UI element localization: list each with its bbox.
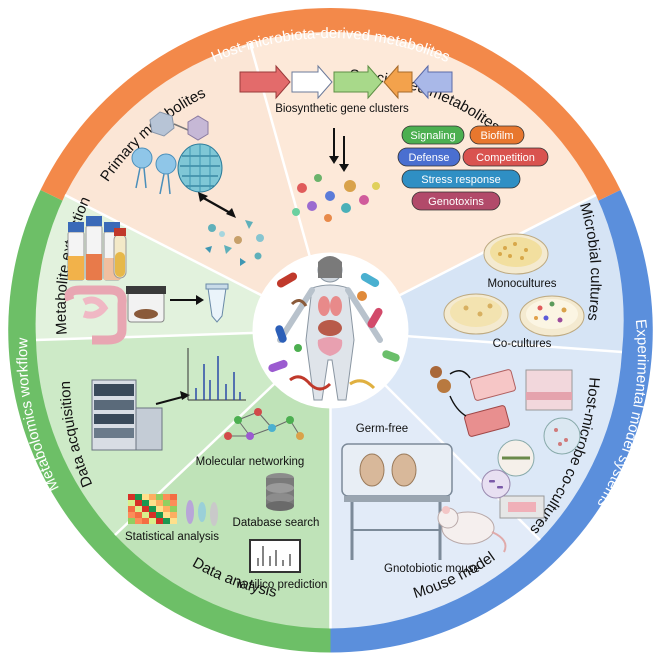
- label-bgc: Biosynthetic gene clusters: [275, 103, 409, 115]
- metabolite-shapes-icon: [205, 220, 264, 266]
- down-arrows-icon: [333, 128, 345, 166]
- arrow-icon: [155, 395, 187, 405]
- heatmap-cell: [170, 506, 177, 512]
- network-icon: [224, 408, 304, 440]
- heatmap-cell: [142, 518, 149, 524]
- heatmap-cell: [128, 500, 135, 506]
- database-icon: [266, 473, 294, 511]
- bacteria-icons: [268, 272, 400, 391]
- double-arrow-icon: [199, 194, 233, 216]
- function-pill: Defense: [397, 147, 461, 167]
- label-in-silico: in silico prediction: [237, 579, 328, 591]
- protein-barrel-icon: [177, 143, 223, 193]
- heatmap-cell: [170, 518, 177, 524]
- heatmap-cell: [156, 500, 163, 506]
- function-pill: Genotoxins: [411, 191, 501, 211]
- heatmap-cell: [170, 500, 177, 506]
- organoid-flasks-icon: [430, 366, 581, 519]
- heatmap-cell: [128, 512, 135, 518]
- spectrum-icon: [187, 348, 246, 401]
- microfluidic-chip-icon: [499, 495, 545, 519]
- function-pill: Competition: [462, 147, 549, 167]
- heatmap-cell: [170, 512, 177, 518]
- stool-jar-icon: [126, 286, 166, 323]
- heatmap-cell: [149, 500, 156, 506]
- bacteria-dish-icon: [481, 469, 511, 499]
- label-molecular-networking: Molecular networking: [196, 456, 305, 468]
- heatmap-cell: [135, 518, 142, 524]
- mouse-icon: [437, 506, 507, 553]
- function-pill-bg: [397, 147, 461, 167]
- label-monocultures: Monocultures: [487, 278, 556, 290]
- heatmap-cell: [142, 494, 149, 500]
- function-pill-label: Competition: [476, 152, 535, 164]
- heatmap-cell: [156, 506, 163, 512]
- label-statistical-analysis: Statistical analysis: [125, 531, 219, 543]
- label-germfree: Germ-free: [356, 423, 408, 435]
- function-pill-bg: [401, 125, 465, 145]
- label-gnotobiotic: Gnotobiotic mouse: [384, 563, 480, 575]
- violin-plot-icon: [186, 500, 218, 526]
- isolator-icon: [341, 443, 453, 560]
- function-pill-label: Genotoxins: [428, 196, 484, 208]
- hexagon-molecule-icon: [187, 115, 209, 141]
- heatmap-cell: [142, 506, 149, 512]
- metabolite-spheres-icon: [292, 174, 380, 222]
- heatmap-cell: [163, 500, 170, 506]
- primary-illustration: [131, 111, 264, 266]
- human-body-icon: [277, 256, 383, 401]
- lcms-instrument-icon: [91, 379, 163, 451]
- heatmap-cell: [163, 518, 170, 524]
- hexagon-molecule-icon: [149, 111, 175, 137]
- function-pill-label: Defense: [409, 152, 450, 164]
- heatmap-cell: [135, 512, 142, 518]
- heatmap-cell: [128, 506, 135, 512]
- monitor-icon: [249, 539, 301, 573]
- lipid-icon: [131, 147, 177, 195]
- heatmap-cell: [149, 512, 156, 518]
- bgc-arrows: [239, 64, 453, 100]
- label-cocultures: Co-cultures: [493, 338, 552, 350]
- function-pill-label: Stress response: [421, 174, 500, 186]
- blood-tube-icon: [113, 228, 127, 279]
- function-pill-bg: [411, 191, 501, 211]
- heatmap-cell: [142, 500, 149, 506]
- heatmap-cell: [163, 512, 170, 518]
- petri-dishes-icon: [443, 233, 585, 337]
- heatmap-cell: [163, 494, 170, 500]
- intestine-icon: [64, 285, 127, 345]
- heatmap-cell: [142, 512, 149, 518]
- heatmap-cell: [170, 494, 177, 500]
- culture-flasks-icon: [67, 216, 121, 281]
- heatmap-cell: [135, 494, 142, 500]
- heatmap-cell: [128, 494, 135, 500]
- function-pill: Signaling: [401, 125, 465, 145]
- eppendorf-tube-icon: [205, 283, 229, 323]
- heatmap-cell: [156, 512, 163, 518]
- heatmap-cell: [156, 518, 163, 524]
- heatmap-cell: [149, 518, 156, 524]
- heatmap-cell: [128, 518, 135, 524]
- label-database-search: Database search: [233, 517, 320, 529]
- function-pill: Biofilm: [469, 125, 525, 145]
- function-pill: Stress response: [401, 169, 521, 189]
- heatmap-cell: [135, 500, 142, 506]
- function-pill-label: Biofilm: [480, 130, 513, 142]
- heatmap-cell: [156, 494, 163, 500]
- function-pill-bg: [469, 125, 525, 145]
- function-pill-label: Signaling: [410, 130, 455, 142]
- heatmap-cell: [163, 506, 170, 512]
- function-pill-bg: [401, 169, 521, 189]
- heatmap-cell: [149, 506, 156, 512]
- heatmap-cell: [149, 494, 156, 500]
- function-pill-bg: [462, 147, 549, 167]
- heatmap-icon: [128, 494, 177, 524]
- heatmap-cell: [135, 506, 142, 512]
